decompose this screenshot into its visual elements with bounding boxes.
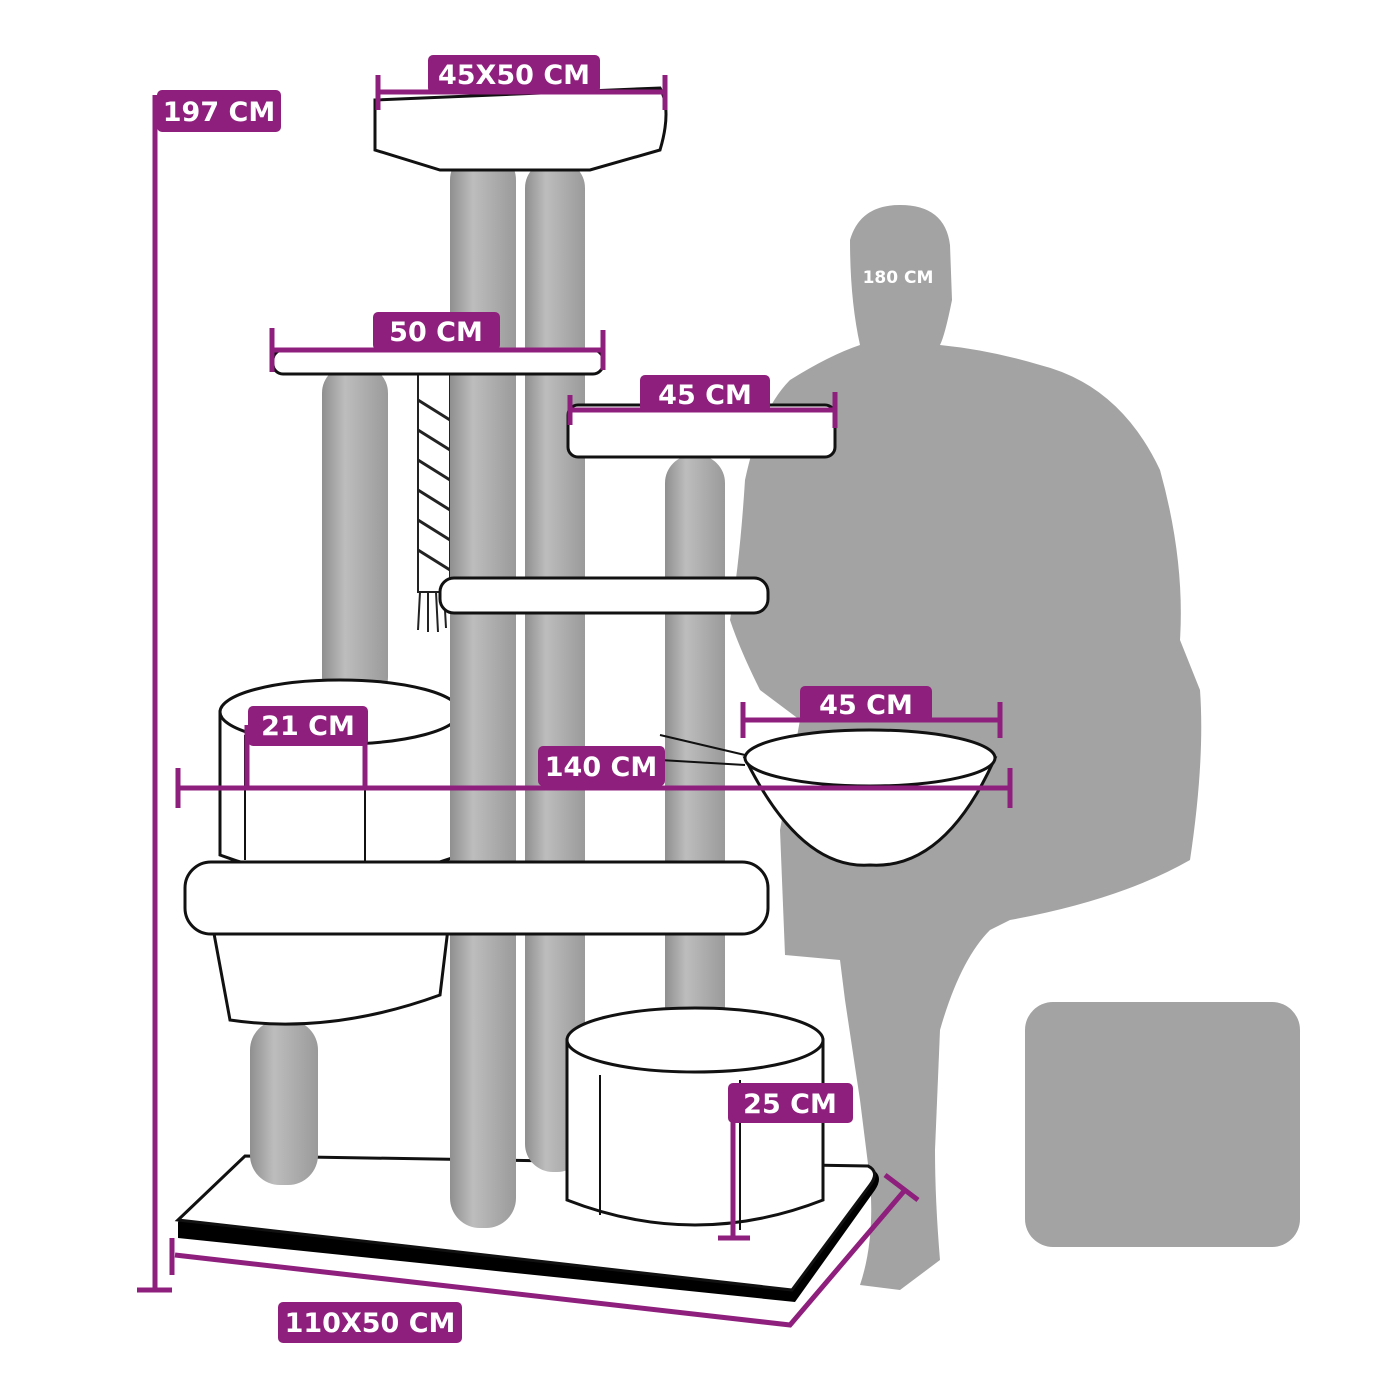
- left-cave-height-label: 21 CM: [261, 711, 355, 742]
- right-cave-height-label: 25 CM: [743, 1089, 837, 1120]
- post: [450, 150, 516, 1228]
- stool: [1025, 1002, 1300, 1247]
- total-height-label: 197 CM: [163, 97, 275, 128]
- bowl-bed: [659, 728, 998, 867]
- total-width-label: 140 CM: [545, 752, 657, 783]
- top-platform-label: 45X50 CM: [438, 60, 590, 91]
- post: [525, 160, 585, 1172]
- middle-platform: [566, 403, 837, 459]
- post: [250, 1020, 318, 1185]
- post: [322, 365, 388, 705]
- base-label: 110X50 CM: [285, 1308, 456, 1339]
- hammock: [208, 910, 452, 1026]
- upper-platform: [271, 348, 605, 376]
- post: [665, 455, 725, 1053]
- bowl-label: 45 CM: [819, 690, 913, 721]
- middle-platform-label: 45 CM: [658, 380, 752, 411]
- small-shelf: [438, 576, 770, 615]
- dimension-labels: 197 CM 45X50 CM 50 CM 45 CM 45 CM 21 CM …: [157, 55, 932, 1343]
- person-height-label: 180 CM: [863, 268, 934, 288]
- sisal-rope: [417, 371, 451, 633]
- top-platform: [373, 86, 668, 172]
- upper-platform-label: 50 CM: [389, 317, 483, 348]
- large-shelf: [183, 860, 770, 936]
